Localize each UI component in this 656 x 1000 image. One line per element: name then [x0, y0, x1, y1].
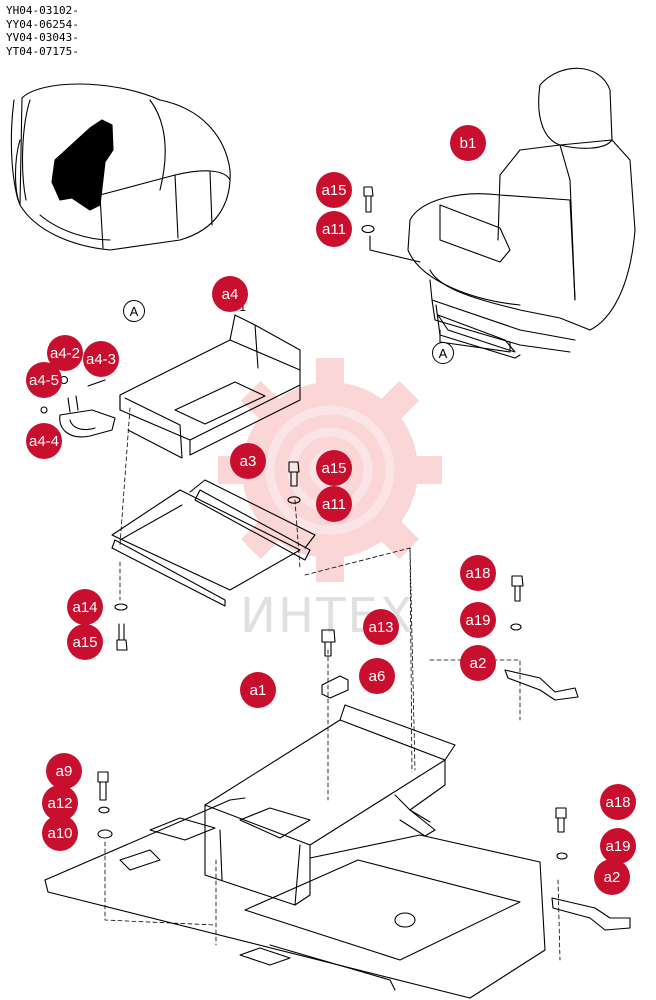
seat-bolt — [363, 186, 374, 213]
callout-a9[interactable]: a9 — [46, 753, 82, 789]
serial-number: YY04-06254- — [6, 17, 79, 31]
callout-a4-3[interactable]: a4-3 — [83, 341, 119, 377]
seat-mounting-plate — [119, 314, 301, 459]
callout-a4[interactable]: a4 — [212, 276, 248, 312]
callout-a11[interactable]: a11 — [316, 211, 352, 247]
callout-b1[interactable]: b1 — [450, 125, 486, 161]
serial-number: YT04-07175- — [6, 44, 79, 58]
serial-number: YV04-03043- — [6, 31, 79, 44]
serial-number: YH04-03102- — [6, 4, 79, 17]
operator-seat-illustration — [407, 67, 636, 359]
bolt — [288, 461, 300, 487]
callout-a15[interactable]: a15 — [67, 624, 103, 660]
callout-a15[interactable]: a15 — [316, 172, 352, 208]
callout-a18[interactable]: a18 — [460, 555, 496, 591]
callout-a2[interactable]: a2 — [460, 645, 496, 681]
callout-a6[interactable]: a6 — [359, 658, 395, 694]
bracket-a2-bottom — [551, 897, 631, 931]
callout-a11[interactable]: a11 — [316, 486, 352, 522]
callout-a3[interactable]: a3 — [230, 443, 266, 479]
bolt — [321, 629, 336, 657]
bolt — [116, 623, 128, 651]
callout-a2[interactable]: a2 — [594, 859, 630, 895]
callout-a19[interactable]: a19 — [460, 602, 496, 638]
callout-a4-5[interactable]: a4-5 — [26, 362, 62, 398]
slide-rail-assembly — [111, 479, 316, 607]
seat-lock-bracket — [59, 379, 116, 438]
callout-a12[interactable]: a12 — [42, 785, 78, 821]
reference-marker: A — [123, 300, 145, 322]
washer — [114, 603, 128, 611]
callout-a1[interactable]: a1 — [240, 672, 276, 708]
bolt — [555, 807, 567, 833]
callout-a15[interactable]: a15 — [316, 450, 352, 486]
callout-a13[interactable]: a13 — [363, 609, 399, 645]
callout-a19[interactable]: a19 — [600, 828, 636, 864]
cab-overview-illustration — [10, 83, 231, 251]
bracket-a2-top — [504, 669, 579, 701]
bolt — [511, 575, 524, 602]
callout-a10[interactable]: a10 — [42, 815, 78, 851]
callout-a4-4[interactable]: a4-4 — [26, 423, 62, 459]
cab-floor-plate — [44, 797, 546, 999]
reference-marker: A — [432, 342, 454, 364]
bolt — [97, 771, 109, 801]
serial-number-list: YH04-03102- YY04-06254- YV04-03043- YT04… — [6, 4, 79, 58]
callout-a4-2[interactable]: a4-2 — [47, 335, 83, 371]
callout-a14[interactable]: a14 — [67, 589, 103, 625]
seat-stand-frame — [204, 704, 456, 906]
callout-a18[interactable]: a18 — [600, 784, 636, 820]
